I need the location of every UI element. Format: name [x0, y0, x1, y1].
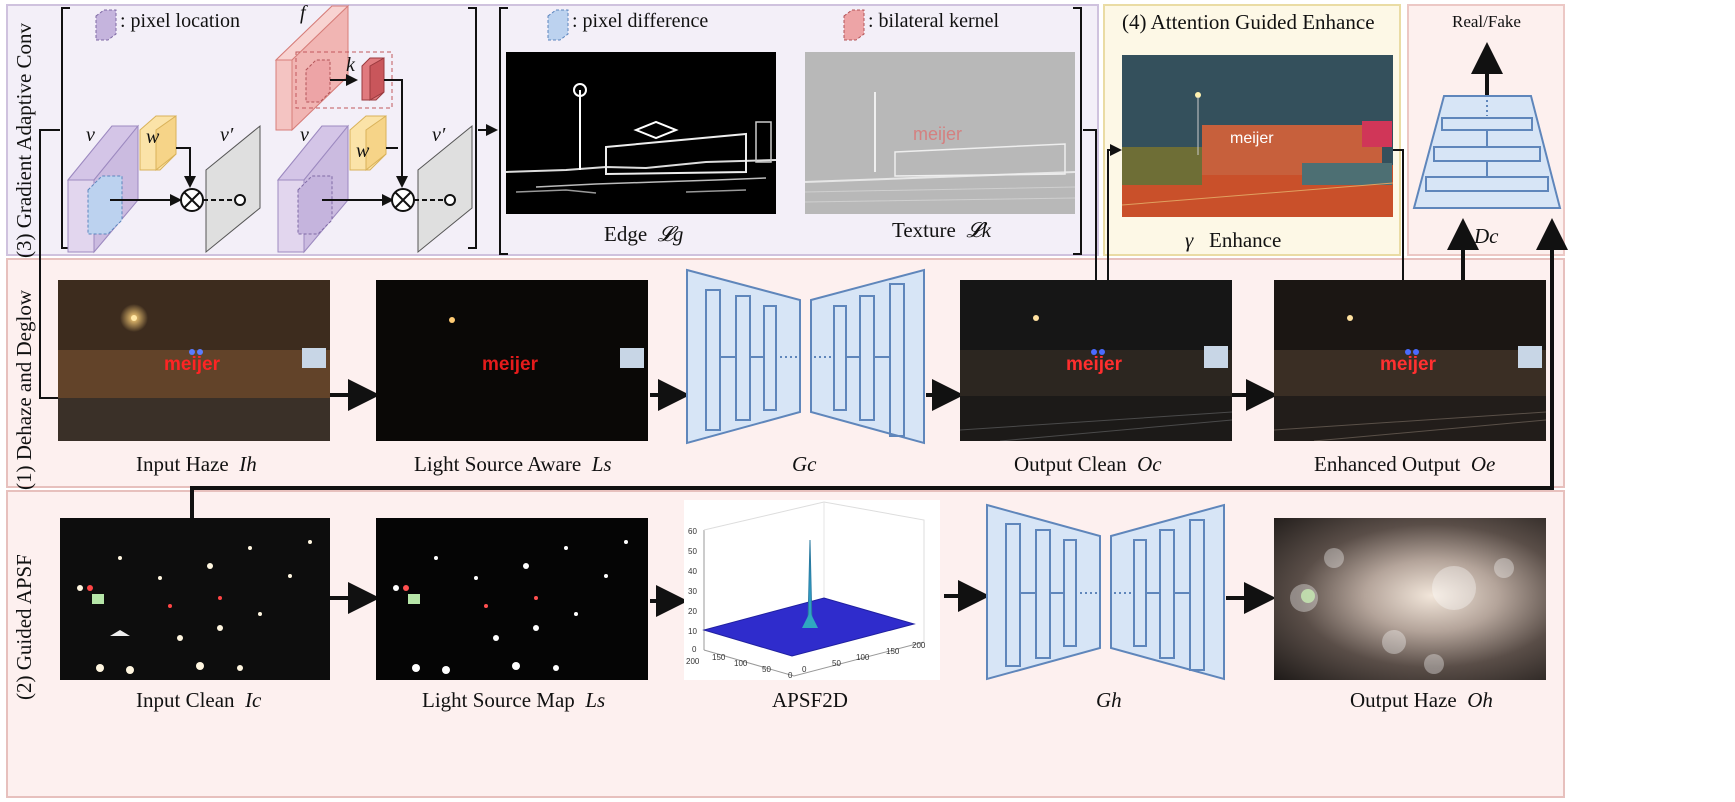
- weight-w-block-1: [139, 115, 177, 172]
- output-clean-text: Output Clean: [1014, 452, 1127, 476]
- light-source-map-caption: Light Source Map Ls: [422, 688, 605, 713]
- z-tick-60: 60: [688, 527, 697, 536]
- z-tick-20: 20: [688, 607, 697, 616]
- generator-gc-label: Gc: [792, 452, 817, 476]
- texture-symbol: 𝓛k: [966, 218, 991, 242]
- output-vprime-plane-2: [417, 124, 473, 254]
- feature-v-block-2: [276, 124, 350, 254]
- sign-text-1: meijer: [164, 354, 221, 375]
- enhance-text: Enhance: [1209, 228, 1282, 252]
- real-fake-label: Real/Fake: [1452, 12, 1521, 31]
- symbol-w-1: w: [146, 126, 160, 148]
- light-source-map-text: Light Source Map: [422, 688, 575, 712]
- symbol-vprime-2: v′: [432, 124, 446, 146]
- bilateral-kernel-legend-icon: [843, 9, 865, 41]
- output-haze-symbol: Oh: [1467, 688, 1493, 712]
- apsf2d-plot: 60 50 40 30 20 10 0 200 150 100 50 0 0 5…: [684, 500, 940, 680]
- symbol-f: f: [300, 2, 306, 24]
- enhanced-output-symbol: Oe: [1470, 452, 1496, 476]
- z-tick-40: 40: [688, 567, 697, 576]
- light-source-aware-symbol: Ls: [591, 452, 612, 476]
- light-source-aware-text: Light Source Aware: [414, 452, 582, 476]
- apsf2d-caption: APSF2D: [772, 688, 848, 712]
- z-tick-10: 10: [688, 627, 697, 636]
- z-tick-0: 0: [692, 645, 697, 654]
- sign-text-2: meijer: [482, 354, 539, 375]
- generator-gh-label: Gh: [1096, 688, 1122, 712]
- input-clean-text: Input Clean: [136, 688, 235, 712]
- light-source-aware-caption: Light Source Aware Ls: [414, 452, 612, 477]
- legend-pixel-difference: : pixel difference: [572, 10, 709, 32]
- right-tick-100: 100: [856, 653, 870, 662]
- enhanced-output-caption: Enhanced Output Oe: [1314, 452, 1495, 477]
- light-source-map-symbol: Ls: [585, 688, 606, 712]
- pixel-location-legend-icon: [95, 9, 117, 41]
- left-tick-200: 200: [686, 657, 700, 666]
- symbol-v-2: v: [300, 124, 309, 146]
- gamma-symbol: γ: [1185, 228, 1194, 252]
- texture-map-image: meijer: [805, 52, 1075, 214]
- sign-text-3: meijer: [1066, 354, 1123, 375]
- input-haze-image: meijer: [58, 280, 330, 441]
- sign-text-4: meijer: [1380, 354, 1437, 375]
- edge-map-image: [506, 52, 776, 214]
- kernel-k-block: [361, 57, 385, 101]
- output-clean-caption: Output Clean Oc: [1014, 452, 1162, 477]
- input-clean-caption: Input Clean Ic: [136, 688, 261, 713]
- right-tick-150: 150: [886, 647, 900, 656]
- input-clean-symbol: Ic: [245, 688, 262, 712]
- pixel-difference-legend-icon: [547, 9, 569, 41]
- feature-v-block-1: [66, 124, 140, 254]
- input-haze-text: Input Haze: [136, 452, 229, 476]
- input-clean-image: [60, 518, 330, 680]
- discriminator-dc-shape: [1412, 95, 1562, 209]
- symbol-vprime-1: v′: [220, 124, 234, 146]
- left-tick-50: 50: [762, 665, 771, 674]
- legend-bilateral-kernel: : bilateral kernel: [868, 10, 1000, 32]
- right-tick-200: 200: [912, 641, 926, 650]
- legend-pixel-location: : pixel location: [120, 10, 240, 32]
- symbol-w-2: w: [356, 140, 370, 162]
- enhanced-output-text: Enhanced Output: [1314, 452, 1461, 476]
- light-source-map-image: [376, 518, 648, 680]
- light-source-aware-image: meijer: [376, 280, 648, 441]
- feature-f-block: [274, 4, 393, 132]
- generator-gh-shape: [986, 503, 1225, 681]
- right-tick-50: 50: [832, 659, 841, 668]
- svg-text:meijer: meijer: [913, 124, 962, 144]
- attention-enhance-image: meijer: [1122, 55, 1393, 217]
- right-tick-0: 0: [802, 665, 807, 674]
- texture-caption-text: Texture: [892, 218, 956, 242]
- left-tick-100: 100: [734, 659, 748, 668]
- output-vprime-plane-1: [205, 124, 261, 254]
- z-tick-30: 30: [688, 587, 697, 596]
- weight-w-block-2: [349, 115, 387, 172]
- output-haze-image: [1274, 518, 1546, 680]
- edge-caption-text: Edge: [604, 222, 648, 246]
- output-clean-image: meijer: [960, 280, 1232, 441]
- edge-symbol: 𝓛g: [657, 222, 684, 246]
- left-tick-0: 0: [788, 671, 793, 680]
- output-clean-symbol: Oc: [1137, 452, 1162, 476]
- generator-gc-shape: [686, 268, 925, 445]
- z-tick-50: 50: [688, 547, 697, 556]
- symbol-v-1: v: [86, 124, 95, 146]
- output-haze-text: Output Haze: [1350, 688, 1457, 712]
- left-tick-150: 150: [712, 653, 726, 662]
- svg-text:meijer: meijer: [1230, 130, 1274, 147]
- texture-caption: Texture 𝓛k: [892, 218, 991, 243]
- enhance-caption: γ Enhance: [1185, 228, 1281, 253]
- section4-title: (4) Attention Guided Enhance: [1122, 10, 1375, 34]
- symbol-k: k: [346, 54, 355, 76]
- enhanced-output-image: meijer: [1274, 280, 1546, 441]
- discriminator-symbol: Dc: [1474, 224, 1499, 248]
- output-haze-caption: Output Haze Oh: [1350, 688, 1493, 713]
- input-haze-caption: Input Haze Ih: [136, 452, 257, 477]
- edge-caption: Edge 𝓛g: [604, 222, 683, 247]
- input-haze-symbol: Ih: [239, 452, 257, 476]
